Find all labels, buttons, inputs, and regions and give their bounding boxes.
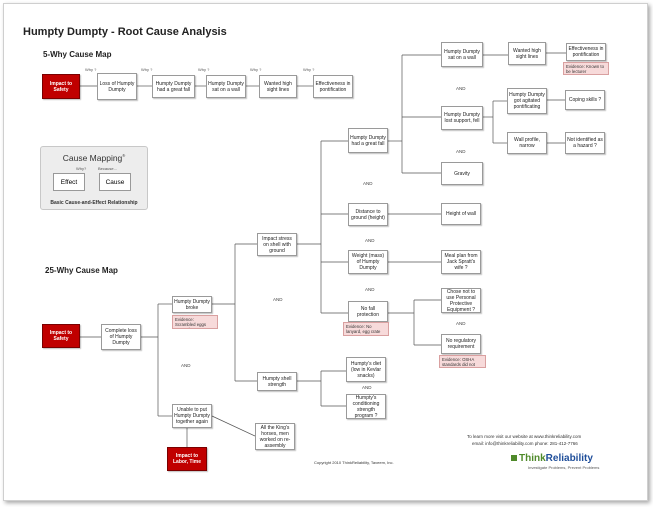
humpty-broke-node: Humpty Dumpty broke	[172, 296, 212, 313]
page-title: Humpty Dumpty - Root Cause Analysis	[23, 26, 227, 38]
and-label: AND	[365, 287, 375, 292]
had-great-fall-node: Humpty Dumpty had a great fall	[348, 128, 388, 153]
legend-because: Because...	[98, 166, 117, 171]
brand-think: Think	[519, 453, 546, 464]
broke-evidence: Evidence: Scrambled eggs everywhere!	[172, 315, 218, 329]
no-regulatory-evidence: Evidence: OSHA standards did not exist	[439, 355, 486, 368]
distance-ground-node: Distance to ground (height)	[348, 203, 388, 226]
and-label: AND	[273, 297, 283, 302]
ppe-node: Chose not to use Personal Protective Equ…	[441, 288, 481, 313]
wanted-sight-lines-node: Wanted high sight lines	[259, 75, 297, 98]
no-regulatory-node: No regulatory requirement	[441, 334, 481, 354]
meal-plan-node: Meal plan from Jack Spratt's wife ?	[441, 250, 481, 274]
humpty-diet-node: Humpty's diet (low in Kevlar snacks)	[346, 357, 386, 382]
brand-reliability: Reliability	[545, 453, 593, 464]
weight-mass-node: Weight (mass) of Humpty Dumpty	[348, 250, 388, 274]
and-label: AND	[456, 321, 466, 326]
and-label: AND	[363, 181, 373, 186]
impact-safety-node-25: Impact to Safety	[42, 324, 80, 348]
loss-of-humpty-node: Loss of Humpty Dumpty	[97, 73, 137, 100]
five-why-heading: 5-Why Cause Map	[43, 50, 112, 59]
and-label: AND	[181, 363, 191, 368]
effectiveness-node-25: Effectiveness in pontification	[566, 43, 606, 61]
why-label: Why ?	[250, 67, 262, 72]
and-label: AND	[456, 86, 466, 91]
footer-learn-more: To learn more visit our website at www.t…	[467, 434, 582, 439]
legend-title-text: Cause Mapping	[62, 153, 123, 163]
conditioning-node: Humpty's conditioning strength program ?	[346, 394, 386, 419]
unable-reassemble-node: Unable to put Humpty Dumpty together aga…	[172, 404, 212, 428]
height-of-wall-node: Height of wall	[441, 203, 481, 225]
twenty-five-why-heading: 25-Why Cause Map	[45, 266, 118, 275]
brand-tagline: Investigate Problems, Prevent Problems	[528, 465, 600, 470]
footer-contact: email: info@thinkreliability.com phone: …	[472, 441, 578, 446]
no-fall-evidence: Evidence: No lanyard, egg crate no-score	[343, 322, 389, 336]
legend-why: Why?	[76, 166, 87, 171]
impact-safety-node: Impact to Safety	[42, 74, 80, 99]
and-label: AND	[365, 238, 375, 243]
wanted-sight-lines-node-25: Wanted high sight lines	[508, 42, 546, 65]
sat-on-wall-node: Humpty Dumpty sat on a wall	[206, 75, 246, 98]
footer-copyright: Copyright 2010 ThinkReliability, Taveem,…	[314, 460, 394, 465]
impact-stress-node: Impact stress on shell with ground	[257, 233, 297, 256]
no-fall-protection-node: No fall protection	[348, 301, 388, 322]
legend-footer: Basic Cause-and-Effect Relationship	[50, 200, 138, 206]
complete-loss-node: Complete loss of Humpty Dumpty	[101, 324, 141, 350]
got-agitated-node: Humpty Dumpty got agitated pontificating	[507, 88, 547, 114]
impact-labor-time-node: Impact to Labor, Time	[167, 447, 207, 471]
why-label: Why ?	[85, 67, 97, 72]
effectiveness-evidence: Evidence: Known to be lecturer	[563, 62, 609, 75]
why-label: Why ?	[198, 67, 210, 72]
registered-mark: ®	[122, 153, 126, 159]
great-fall-node: Humpty Dumpty had a great fall	[152, 75, 195, 98]
legend-cause-box: Cause	[99, 173, 131, 191]
sat-on-wall-node-25: Humpty Dumpty sat on a wall	[441, 42, 483, 67]
shell-strength-node: Humpty shell strength	[257, 372, 297, 391]
and-label: AND	[456, 149, 466, 154]
why-label: Why ?	[141, 67, 153, 72]
coping-skills-node: Coping skills ?	[565, 90, 605, 110]
legend-title: Cause Mapping®	[41, 153, 147, 163]
logo-mark-icon	[511, 455, 517, 462]
kings-horses-node: All the King's horses, men worked on re-…	[255, 423, 295, 450]
wall-profile-node: Wall profile, narrow	[507, 132, 547, 154]
think-reliability-logo: ThinkReliability	[511, 453, 593, 464]
lost-support-node: Humpty Dumpty lost support, fell	[441, 106, 483, 130]
not-hazard-node: Not identified as a hazard ?	[565, 132, 605, 154]
and-label: AND	[362, 385, 372, 390]
cause-mapping-legend: Cause Mapping® Why? Because... Effect Ca…	[40, 146, 148, 210]
why-label: Why ?	[303, 67, 315, 72]
gravity-node: Gravity	[441, 162, 483, 185]
legend-effect-box: Effect	[53, 173, 85, 191]
effectiveness-node: Effectiveness in pontification	[313, 75, 353, 98]
